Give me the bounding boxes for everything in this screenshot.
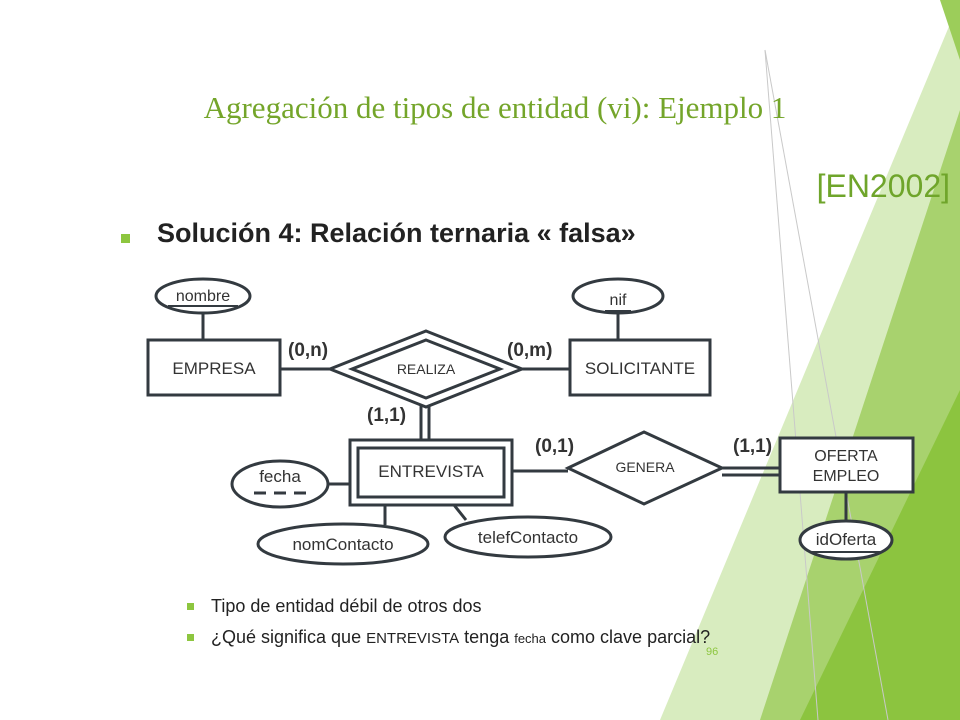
page-number: 96 [706,646,719,658]
note-partial-key-part: ¿Qué significa que [211,627,367,647]
note-attribute-name: fecha [514,631,547,646]
label-telefcontacto: telefContacto [478,528,578,547]
note-weak-entity: Tipo de entidad débil de otros dos [211,596,482,616]
attr-nombre [154,277,252,315]
label-fecha: fecha [259,467,301,486]
card-solicitante-realiza: (0,m) [507,340,552,361]
note-partial-key-part: como clave parcial? [546,627,711,647]
attr-idoferta [798,519,894,561]
card-entrevista-genera: (0,1) [535,436,574,457]
bullet-icon [187,634,194,641]
label-nomcontacto: nomContacto [292,535,393,554]
label-genera: GENERA [615,459,675,475]
line-telefcontacto-entrevista [452,504,468,521]
label-solicitante: SOLICITANTE [585,359,695,378]
entity-oferta-empleo [778,436,915,494]
card-entrevista-realiza: (1,1) [367,405,406,426]
note-entity-name: ENTREVISTA [366,630,460,647]
entity-empresa [146,338,282,397]
relationship-genera [564,430,726,506]
card-oferta-genera: (1,1) [733,436,772,457]
entity-solicitante [568,338,712,397]
label-realiza: REALIZA [397,361,456,377]
slide-title: Agregación de tipos de entidad (vi): Eje… [203,90,787,125]
label-empleo: EMPLEO [813,468,880,485]
attr-nomcontacto [256,522,430,566]
label-idoferta: idOferta [816,530,877,549]
reference-label: [EN2002] [816,168,950,204]
label-oferta: OFERTA [814,448,878,465]
bullet-icon [121,234,130,243]
attr-telefcontacto [443,515,613,559]
relationship-realiza-inner [347,338,505,400]
label-empresa: EMPRESA [172,359,256,378]
label-nombre: nombre [176,288,230,305]
label-entrevista: ENTREVISTA [378,462,484,481]
entity-entrevista-outer [348,438,514,507]
solution-heading: Solución 4: Relación ternaria « falsa» [157,218,636,248]
bullet-icon [187,603,194,610]
entity-entrevista-inner [356,446,506,499]
attr-fecha [230,459,330,509]
label-nif: nif [610,292,627,309]
note-partial-key-part: tenga [459,627,515,647]
attr-nif [571,277,665,315]
relationship-realiza-outer [325,329,527,409]
note-partial-key: ¿Qué significa que ENTREVISTA tenga fech… [211,627,710,648]
card-empresa-realiza: (0,n) [288,340,328,361]
